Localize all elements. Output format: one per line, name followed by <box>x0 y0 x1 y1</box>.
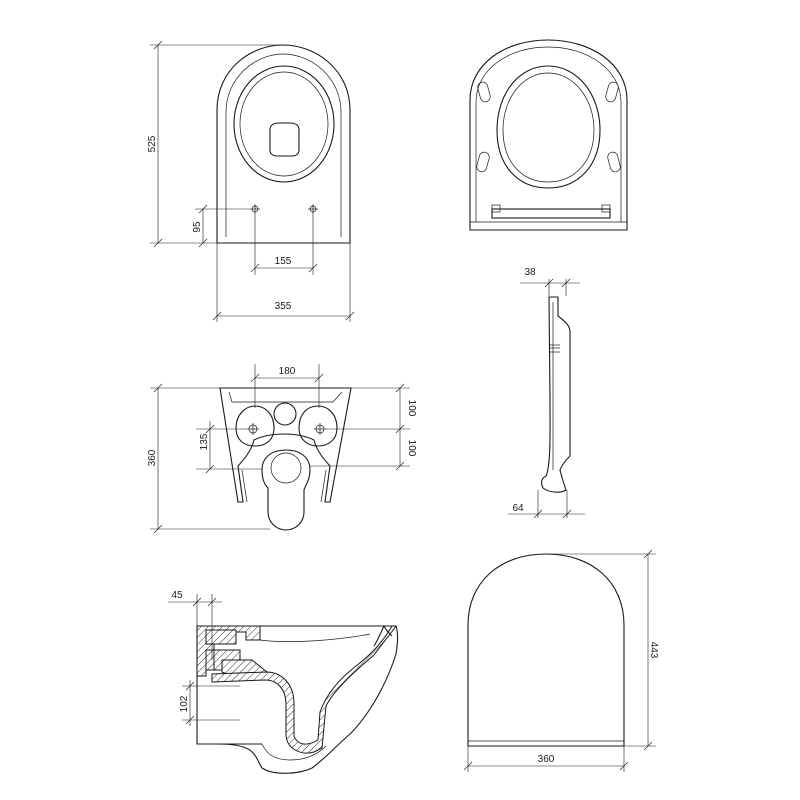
seat-top-view <box>469 39 628 231</box>
top-width-dimension: 355 <box>275 301 292 312</box>
rear-upper-dimension: 100 <box>406 400 417 417</box>
rear-hole-height-dimension: 135 <box>199 433 210 450</box>
rear-height-dimension: 360 <box>147 449 158 466</box>
top-offset-dimension: 95 <box>192 221 203 233</box>
top-view: 525 95 155 355 <box>147 40 355 322</box>
rear-view: 180 360 135 100 100 <box>147 364 417 534</box>
seat-bottom-thickness-dimension: 64 <box>512 503 524 514</box>
seat-top-thickness-dimension: 38 <box>524 267 536 278</box>
hole-spacing-dimension: 155 <box>275 256 292 267</box>
front-view: 443 360 <box>463 549 659 772</box>
front-width-dimension: 360 <box>538 754 555 765</box>
section-outlet-dimension: 102 <box>179 695 190 712</box>
front-height-dimension: 443 <box>648 642 659 659</box>
top-height-dimension: 525 <box>147 135 158 152</box>
rear-width-dimension: 180 <box>279 366 296 377</box>
section-offset-dimension: 45 <box>171 590 183 601</box>
rear-lower-dimension: 100 <box>406 440 417 457</box>
seat-side-view: 38 64 <box>508 267 585 519</box>
section-view: 45 102 <box>168 590 399 774</box>
